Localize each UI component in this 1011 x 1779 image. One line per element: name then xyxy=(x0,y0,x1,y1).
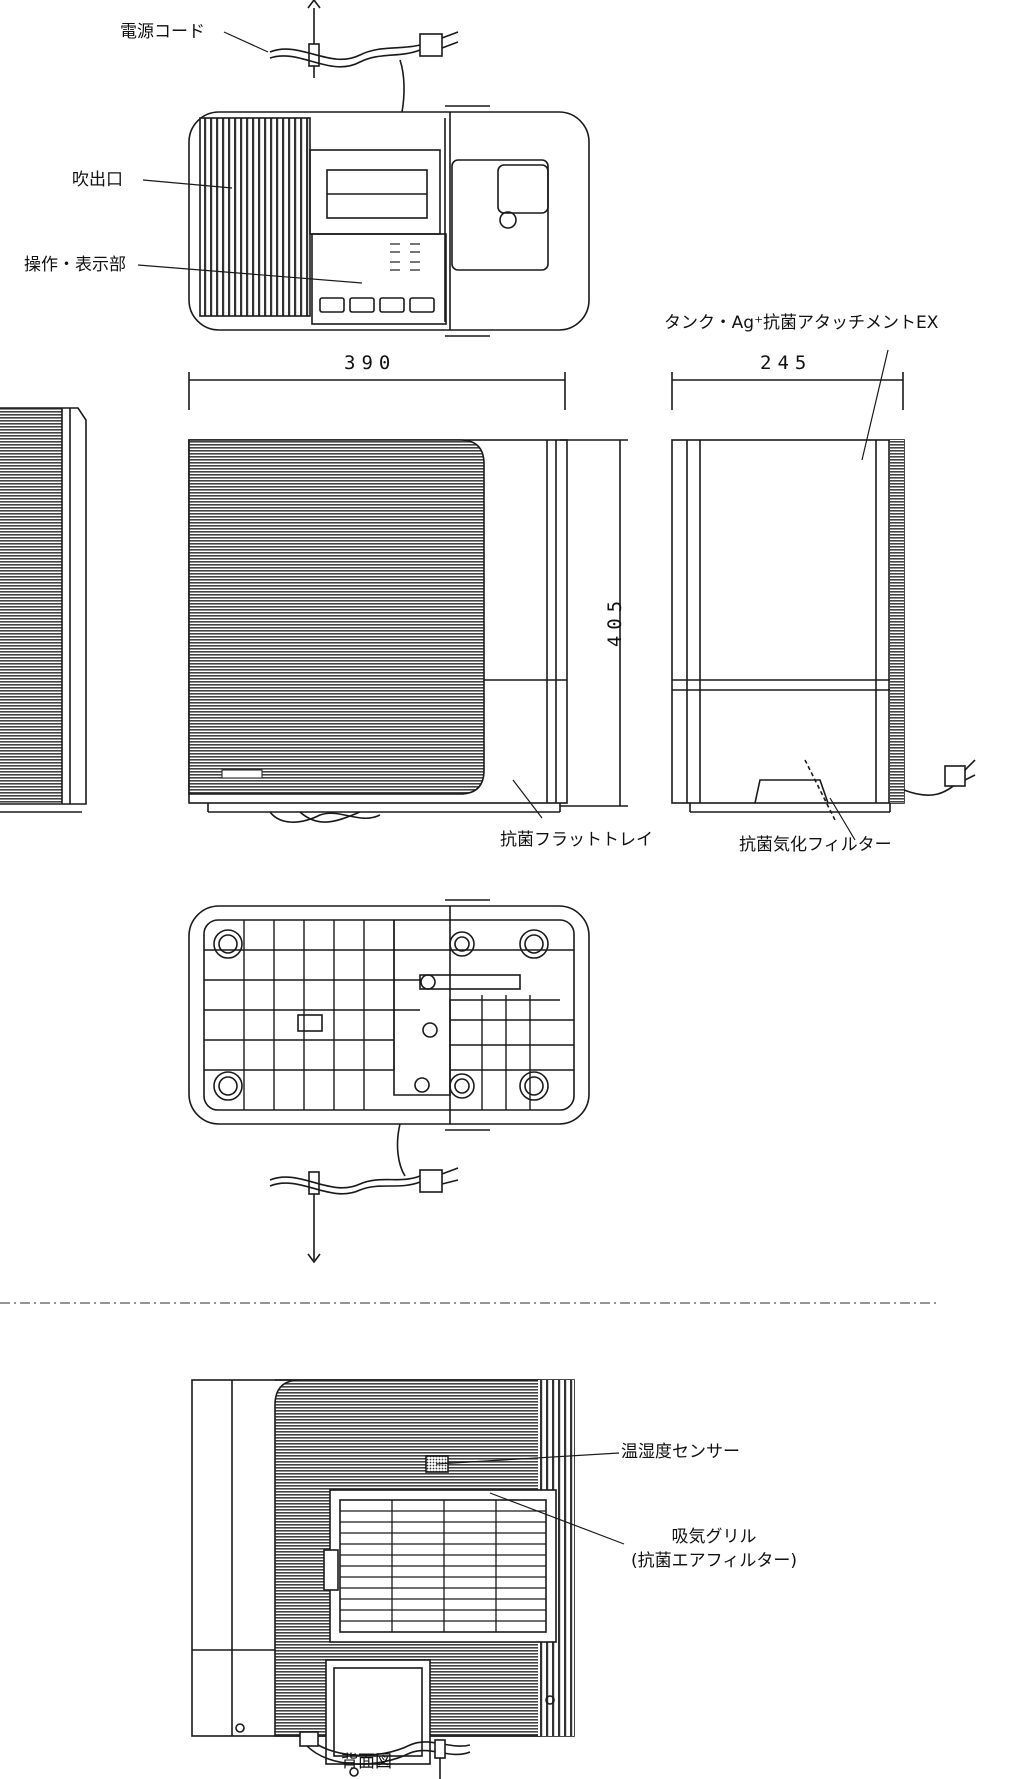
dimension-height: 405 xyxy=(604,594,626,648)
top-view xyxy=(188,0,590,337)
label-vaporizing-filter: 抗菌気化フィルター xyxy=(739,835,892,855)
label-intake-grille-sub: (抗菌エアフィルター) xyxy=(631,1551,797,1571)
label-power-cord: 電源コード xyxy=(120,22,205,42)
control-panel xyxy=(311,233,447,325)
label-temp-humidity-sensor: 温湿度センサー xyxy=(621,1442,740,1462)
leader-lines xyxy=(137,31,889,1545)
power-cord-top xyxy=(269,0,459,113)
label-flat-tray: 抗菌フラットトレイ xyxy=(500,830,653,850)
bottom-view xyxy=(188,899,590,1264)
dimension-width: 390 xyxy=(344,352,397,374)
right-side-view xyxy=(671,372,976,821)
label-tank: タンク・Ag⁺抗菌アタッチメントEX xyxy=(664,313,939,333)
front-grille-panel xyxy=(188,439,485,795)
label-intake-grille: 吸気グリル xyxy=(671,1527,757,1547)
top-body-outline xyxy=(188,111,590,331)
dimension-depth: 245 xyxy=(760,352,813,374)
front-view xyxy=(188,372,628,823)
label-outlet: 吹出口 xyxy=(72,170,123,190)
label-control-panel: 操作・表示部 xyxy=(24,255,126,275)
rear-view xyxy=(191,1379,575,1779)
outlet-grille xyxy=(199,117,311,317)
label-rear-view: 背面図 xyxy=(341,1752,392,1772)
left-side-view-partial xyxy=(0,407,87,813)
